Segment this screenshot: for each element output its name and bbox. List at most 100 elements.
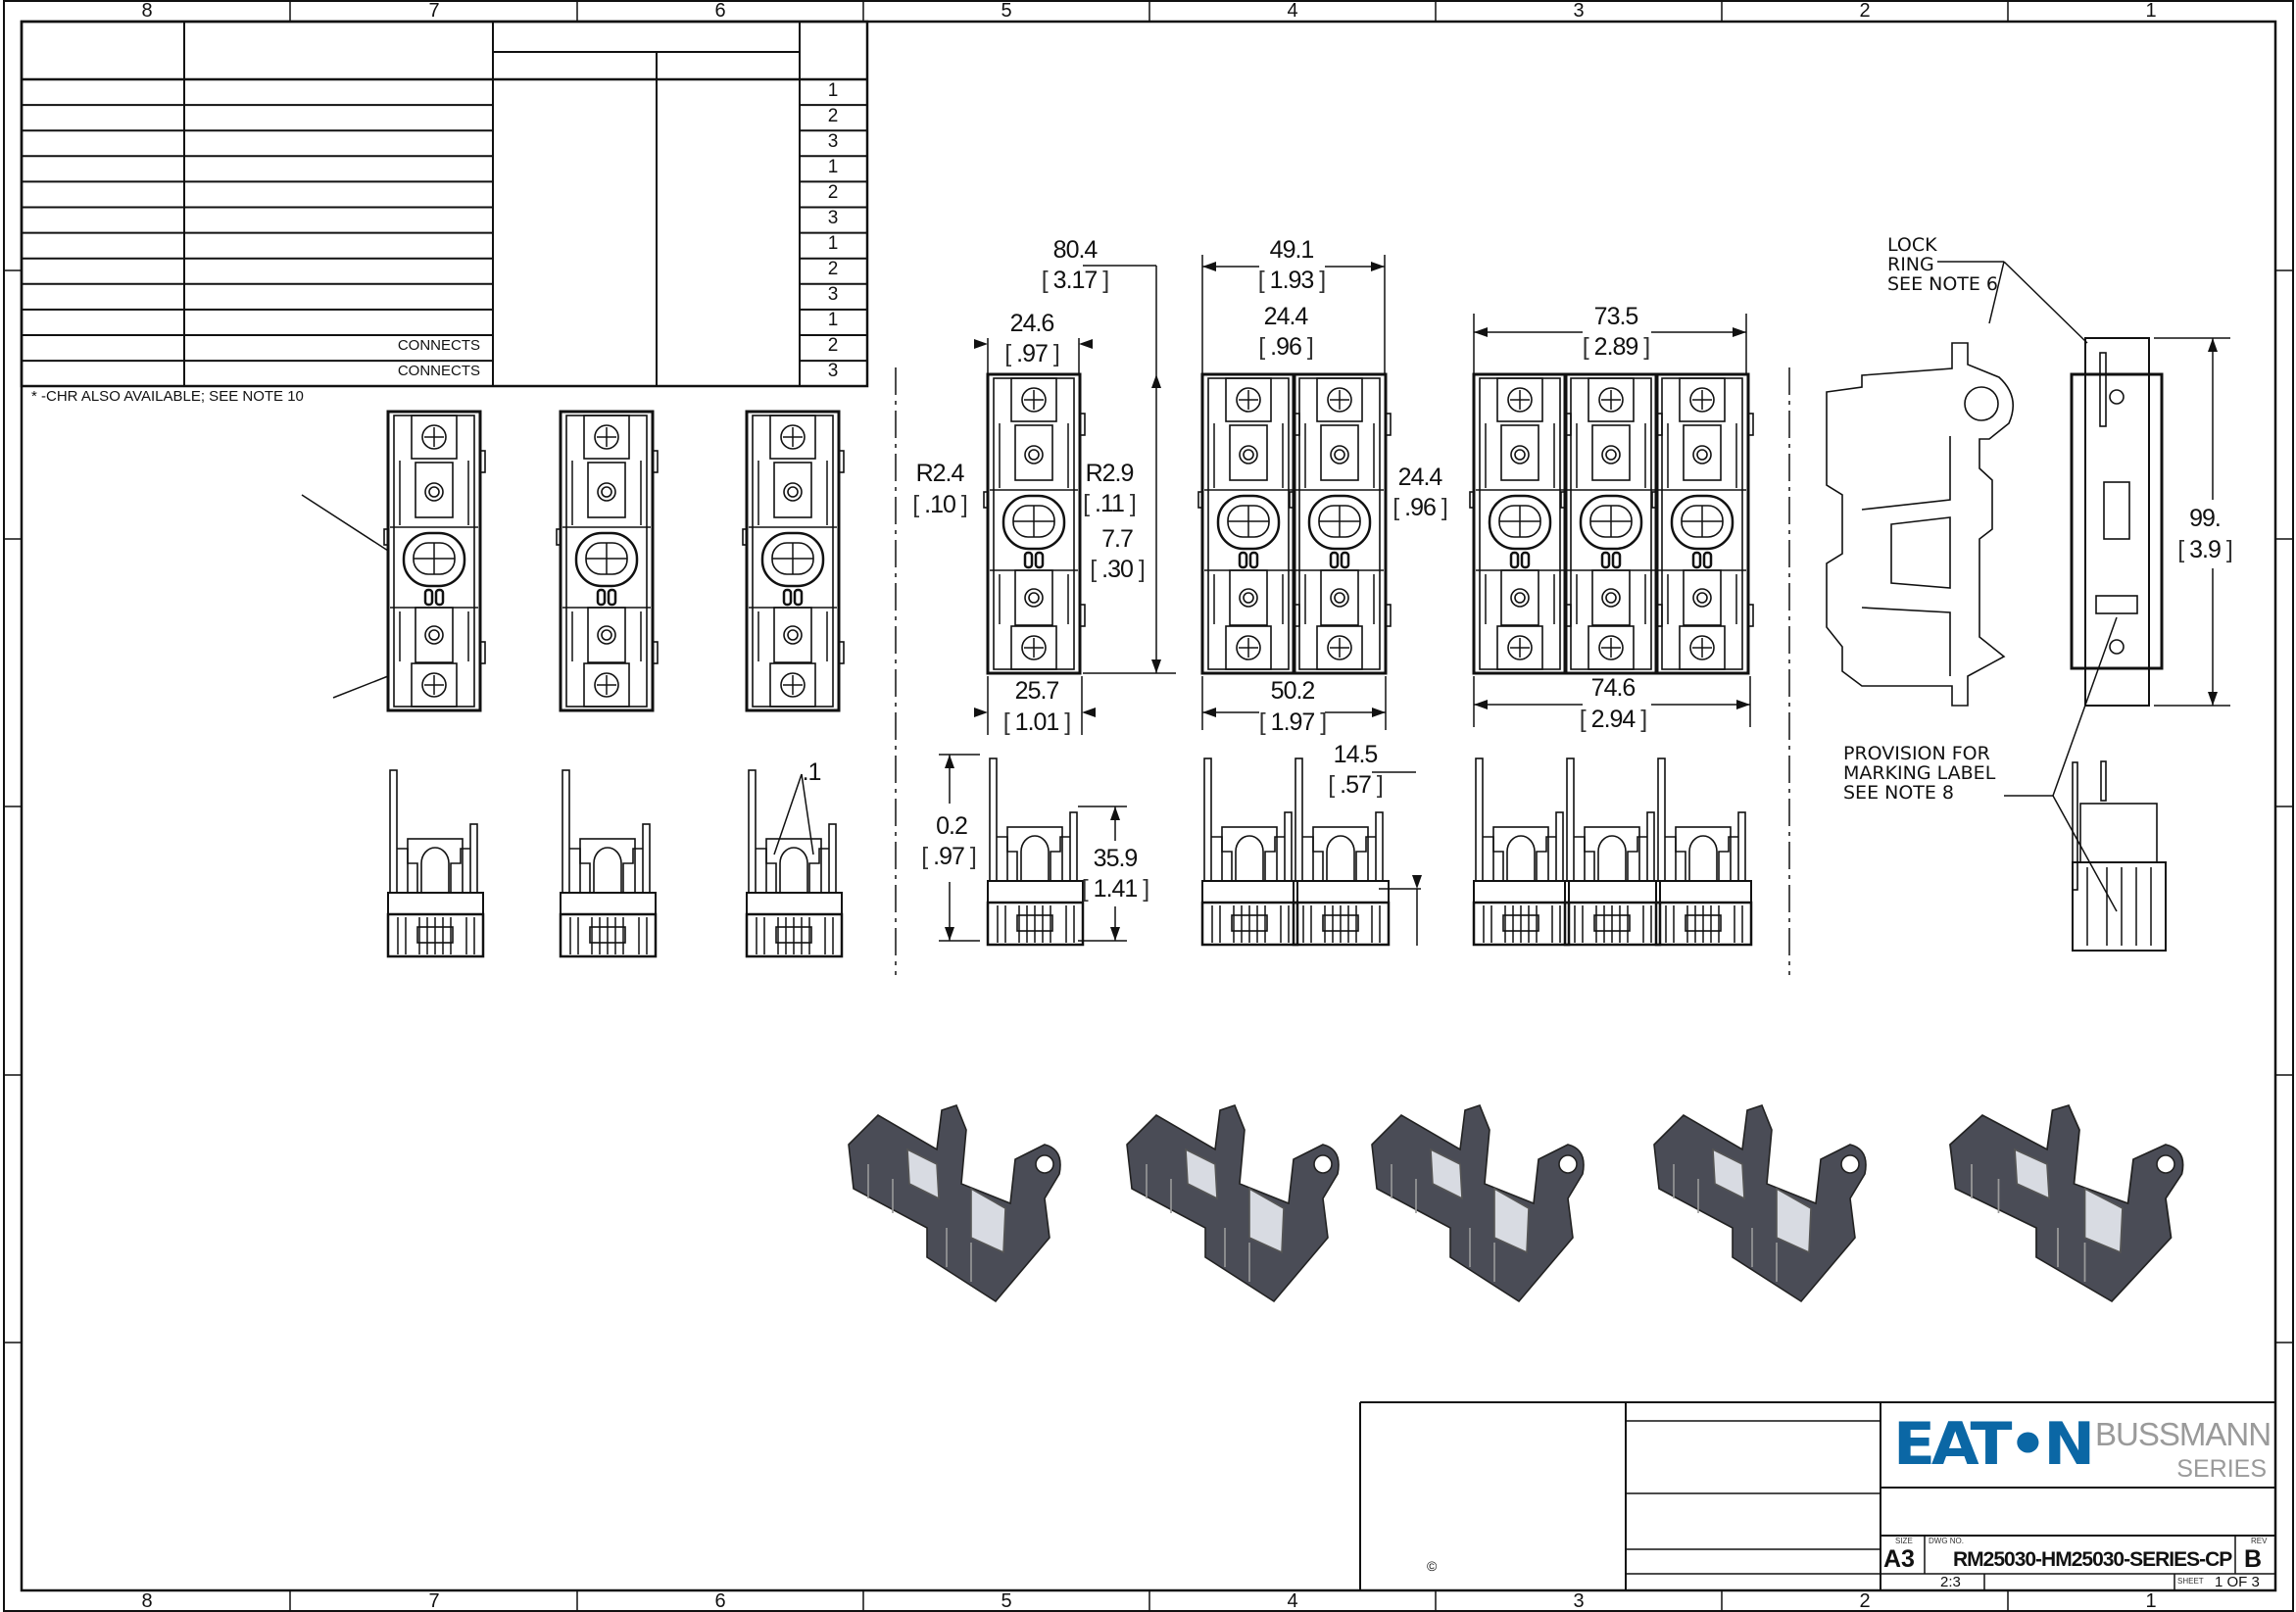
dim-single-top-width-in: .97 bbox=[1004, 340, 1059, 367]
leader-line bbox=[332, 675, 389, 699]
leader-line bbox=[801, 773, 814, 855]
dimension-arrow bbox=[1079, 339, 1093, 349]
dimension-arrow bbox=[945, 927, 954, 941]
iso-contact bbox=[1430, 1148, 1530, 1254]
marking-slot bbox=[607, 588, 617, 607]
base-terminal bbox=[986, 901, 1085, 947]
terminal-block bbox=[1679, 625, 1726, 670]
rev-label: REV bbox=[2251, 1537, 2268, 1545]
pole-count: 3 bbox=[827, 284, 839, 305]
fuse-slot-outer bbox=[1670, 494, 1734, 551]
dimension-arrow bbox=[1736, 700, 1750, 709]
holder-outline bbox=[559, 410, 655, 712]
torx-screw-icon bbox=[1601, 588, 1621, 608]
fuse-holder-top-view bbox=[383, 410, 486, 712]
marking-slot bbox=[1520, 551, 1531, 569]
iso-rib bbox=[1673, 1164, 1778, 1282]
terminal-screw-icon bbox=[1689, 387, 1715, 413]
terminal-screw-icon bbox=[1598, 635, 1624, 660]
dim-radius-right-in: .11 bbox=[1083, 490, 1136, 517]
dim-triple-top-width-mm: 73.5 bbox=[1593, 303, 1639, 330]
fuse-holder-end-front-view bbox=[2072, 760, 2167, 952]
dimension-lines bbox=[301, 255, 2230, 946]
dimension-arrow bbox=[1371, 262, 1385, 271]
terminal-block bbox=[411, 662, 458, 708]
side-nub bbox=[1560, 491, 1566, 509]
contact-clip bbox=[1500, 569, 1539, 626]
iso-contact bbox=[2014, 1148, 2124, 1254]
clip-tab bbox=[828, 823, 837, 894]
pole-count: 2 bbox=[827, 106, 839, 126]
pole-count: 3 bbox=[827, 131, 839, 152]
dwg-no-label: DWG NO. bbox=[1929, 1537, 1964, 1545]
terminal-screw-icon bbox=[1507, 635, 1533, 660]
marking-slot bbox=[1611, 551, 1622, 569]
side-nub bbox=[838, 641, 845, 664]
fuse-holder-front-view bbox=[1200, 757, 1299, 947]
base-terminal bbox=[1563, 901, 1662, 947]
iso-contact bbox=[906, 1148, 1006, 1254]
clip-tab bbox=[562, 769, 570, 894]
contact-clip bbox=[1591, 424, 1631, 481]
holder-outline bbox=[1654, 372, 1750, 675]
fuse-holder-side-view bbox=[1826, 342, 2015, 707]
dim-double-front-height-mm: 14.5 bbox=[1333, 741, 1379, 768]
dim-double-base-width-mm: 50.2 bbox=[1270, 677, 1316, 705]
side-nub bbox=[983, 491, 989, 509]
fuse-holder-front-view bbox=[986, 757, 1085, 947]
fuse-slot-outer bbox=[1488, 494, 1552, 551]
holder-outline bbox=[1292, 372, 1388, 675]
terminal-block bbox=[1588, 377, 1635, 422]
marking-slot bbox=[1600, 551, 1611, 569]
clip-tab bbox=[1737, 811, 1746, 882]
base-terminal bbox=[1472, 901, 1571, 947]
side-detail bbox=[1861, 436, 1951, 676]
side-nub bbox=[1197, 491, 1203, 509]
fuse-holder-3d-double bbox=[1126, 1104, 1340, 1303]
dim-double-pitch-mid-mm: 24.4 bbox=[1397, 464, 1443, 491]
fuse-slot-outer bbox=[1216, 494, 1281, 551]
fuse-slot-outer bbox=[402, 531, 466, 588]
zone-label: 5 bbox=[1001, 1590, 1012, 1612]
terminal-block bbox=[411, 415, 458, 460]
terminal-screw-icon bbox=[1507, 387, 1533, 413]
leader-line bbox=[2052, 795, 2118, 912]
side-nub bbox=[1747, 604, 1754, 627]
base-top bbox=[1293, 880, 1390, 904]
zone-label: 8 bbox=[141, 1590, 153, 1612]
base-terminal-window bbox=[1016, 914, 1053, 932]
base-top bbox=[1473, 880, 1570, 904]
base-terminal-window bbox=[1231, 914, 1268, 932]
holder-outline bbox=[386, 410, 482, 712]
dimension-arrow bbox=[1202, 708, 1216, 717]
fuse-holder-top-view bbox=[983, 372, 1086, 675]
contact-clip bbox=[1320, 569, 1359, 626]
terminal-screw-icon bbox=[1689, 635, 1715, 660]
size-label: SIZE bbox=[1895, 1537, 1913, 1545]
contact-clip bbox=[773, 607, 812, 663]
fuse-clip-arch bbox=[1235, 835, 1264, 881]
terminal-screw-icon bbox=[780, 424, 806, 450]
dim-radius-left-mm: R2.4 bbox=[915, 460, 965, 487]
iso-rib bbox=[867, 1164, 972, 1282]
torx-screw-icon bbox=[1605, 449, 1617, 461]
leader-line bbox=[1988, 261, 2005, 324]
marking-slot bbox=[1023, 551, 1034, 569]
base-top bbox=[987, 880, 1084, 904]
drawing-number: RM25030-HM25030-SERIES-CP bbox=[1953, 1548, 2232, 1571]
note-lock-ring: LOCK RING SEE NOTE 6 bbox=[1887, 234, 1999, 295]
fuse-clip-arch bbox=[420, 847, 450, 893]
side-nub bbox=[1747, 413, 1754, 436]
terminal-screw-icon bbox=[780, 672, 806, 698]
dimension-arrow bbox=[1082, 708, 1096, 717]
torx-screw-icon bbox=[601, 629, 612, 641]
torx-screw-icon bbox=[424, 625, 444, 645]
torx-screw-icon bbox=[1028, 592, 1040, 604]
base-terminal-window bbox=[1502, 914, 1539, 932]
zone-label: 4 bbox=[1287, 0, 1298, 22]
terminal-screw-icon bbox=[421, 424, 447, 450]
iso-body bbox=[1949, 1104, 2184, 1303]
terminal-screw-icon bbox=[1327, 387, 1352, 413]
clip-tab bbox=[642, 823, 651, 894]
